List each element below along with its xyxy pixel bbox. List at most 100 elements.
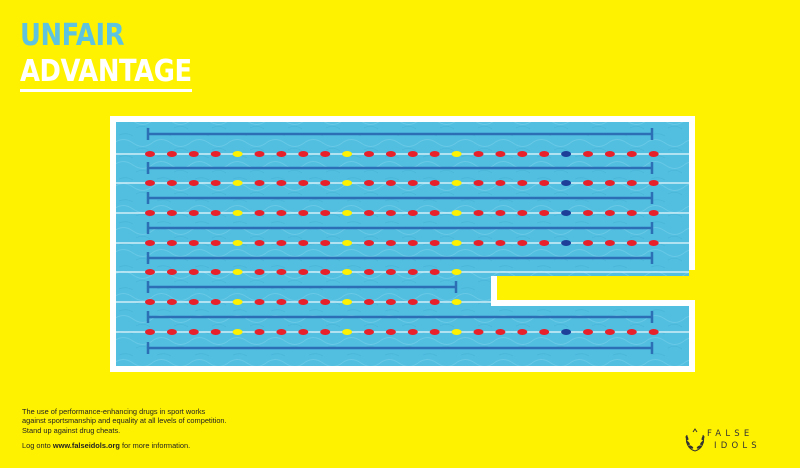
- lane-rope-float: [451, 180, 462, 186]
- lane-rope-float: [604, 210, 615, 216]
- lane-rope-float: [385, 180, 396, 186]
- lane-rope-float: [451, 329, 462, 335]
- lane-rope-float: [429, 329, 440, 335]
- lane-rope-float: [276, 329, 287, 335]
- lane-rope-float: [473, 329, 484, 335]
- lane-rope-float: [648, 180, 659, 186]
- lane-rope-float: [604, 240, 615, 246]
- lane-rope-float: [385, 151, 396, 157]
- lane-rope-float: [188, 180, 199, 186]
- lane-rope-float: [451, 210, 462, 216]
- footer-link[interactable]: www.falseidols.org: [52, 441, 120, 451]
- lane-rope-float: [583, 180, 593, 186]
- lane-rope-float: [210, 210, 221, 216]
- lane-rope-float: [517, 151, 528, 157]
- lane-rope-float: [364, 210, 374, 216]
- lane-rope-float: [495, 329, 506, 335]
- lane-rope-float: [364, 180, 374, 186]
- lane-rope-float: [539, 210, 550, 216]
- lane-rope-float: [342, 329, 353, 335]
- lane-rope-float: [626, 151, 637, 157]
- lane-rope-float: [364, 151, 374, 157]
- lane-rope-float: [232, 269, 243, 275]
- lane-rope-float: [583, 240, 593, 246]
- lane-rope-float: [342, 180, 353, 186]
- lane-rope-float: [451, 240, 462, 246]
- lane-rope-float: [364, 329, 374, 335]
- lane-rope-float: [517, 210, 528, 216]
- lane-rope-float: [254, 299, 265, 305]
- lane-rope-float: [166, 151, 177, 157]
- footer-message: The use of performance-enhancing drugs i…: [22, 407, 227, 435]
- footer-cta-prefix: Log onto: [22, 441, 53, 451]
- lane-rope-float: [517, 240, 528, 246]
- lane-rope-float: [210, 151, 221, 157]
- lane-rope-float: [276, 299, 287, 305]
- lane-rope-float: [188, 329, 199, 335]
- lane-rope-float: [429, 180, 440, 186]
- lane-rope-float: [626, 210, 637, 216]
- lane-rope-float: [276, 269, 287, 275]
- headline: UNFAIR ADVANTAGE: [20, 18, 192, 92]
- lane-rope-float: [364, 269, 374, 275]
- lane-rope-float: [342, 269, 353, 275]
- laurel-icon: [685, 428, 705, 452]
- lane-rope-float: [188, 151, 199, 157]
- lane-rope-float: [320, 329, 331, 335]
- headline-line1: UNFAIR: [20, 18, 125, 53]
- lane-rope-float: [385, 299, 396, 305]
- lane-rope-float: [254, 240, 265, 246]
- footer-cta-suffix: for more information.: [119, 441, 191, 451]
- lane-rope-float: [276, 180, 287, 186]
- lane-rope-float: [145, 329, 155, 335]
- lane-rope-float: [232, 240, 243, 246]
- footer-cta: Log onto www.falseidols.org for more inf…: [22, 441, 227, 450]
- lane-rope-float: [298, 329, 309, 335]
- lane-rope-float: [473, 151, 484, 157]
- lane-rope-float: [166, 240, 177, 246]
- lane-rope-float: [451, 151, 462, 157]
- lane-rope-float: [210, 269, 221, 275]
- lane-rope-float: [539, 240, 550, 246]
- lane-rope-float: [561, 180, 572, 186]
- lane-rope-float: [276, 240, 287, 246]
- lane-rope-float: [254, 151, 265, 157]
- lane-rope-float: [604, 180, 615, 186]
- lane-rope-float: [648, 210, 659, 216]
- lane-rope-float: [188, 269, 199, 275]
- lane-rope-float: [385, 269, 396, 275]
- lane-rope-float: [385, 329, 396, 335]
- lane-rope-float: [232, 210, 243, 216]
- lane-rope-float: [626, 240, 637, 246]
- lane-rope-float: [539, 180, 550, 186]
- lane-rope-float: [429, 151, 440, 157]
- lane-rope-float: [648, 151, 659, 157]
- pool: [110, 116, 695, 372]
- lane-rope-float: [254, 180, 265, 186]
- lane-rope-float: [407, 151, 418, 157]
- lane-rope-float: [517, 180, 528, 186]
- lane-rope-float: [145, 151, 155, 157]
- lane-rope-float: [254, 210, 265, 216]
- lane-rope-float: [188, 240, 199, 246]
- lane-rope-float: [604, 329, 615, 335]
- pool-ripples: [116, 122, 689, 366]
- lane-rope-float: [561, 210, 572, 216]
- lane-rope-float: [320, 151, 331, 157]
- lane-rope-float: [648, 240, 659, 246]
- logo-word-false: FALSE: [707, 429, 754, 439]
- lane-rope-float: [298, 180, 309, 186]
- lane-rope-float: [145, 240, 155, 246]
- headline-line2: ADVANTAGE: [20, 55, 192, 92]
- lane-rope-float: [298, 151, 309, 157]
- lane-rope-float: [604, 151, 615, 157]
- lane-rope-float: [145, 180, 155, 186]
- lane-rope-float: [495, 240, 506, 246]
- lane-rope-float: [473, 240, 484, 246]
- lane-rope-float: [561, 151, 572, 157]
- lane-rope-float: [429, 240, 440, 246]
- false-idols-logo: FALSE IDOLS: [683, 427, 793, 457]
- lane-rope-float: [276, 210, 287, 216]
- lane-rope-float: [320, 180, 331, 186]
- lane-rope-float: [385, 240, 396, 246]
